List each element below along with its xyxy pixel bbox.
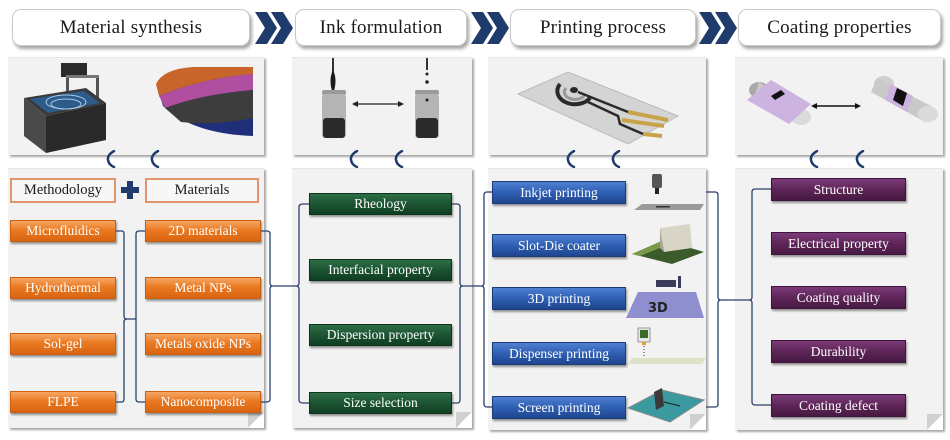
- double-chevron-right-icon: [699, 12, 737, 44]
- stage-title: Ink formulation: [319, 16, 443, 38]
- stage-header-material-synthesis: Material synthesis: [12, 9, 250, 46]
- clip-hook-icon: [150, 150, 160, 168]
- stage-header-printing-process: Printing process: [510, 9, 696, 46]
- materials-item-nanocomposite: Nanocomposite: [145, 391, 261, 413]
- materials-output-bracket: [261, 230, 286, 403]
- methodology-item-sol-gel: Sol-gel: [10, 333, 116, 355]
- ink-formulation-illustration-panel: [292, 57, 472, 155]
- materials-label: Materials: [145, 178, 259, 203]
- 3d-printer-icon: 3D: [626, 276, 704, 318]
- double-chevron-right-icon: [471, 12, 509, 44]
- clip-hook-icon: [855, 150, 865, 168]
- material-synthesis-illustration-panel: [8, 57, 264, 155]
- svg-text:3D: 3D: [648, 301, 668, 316]
- dispenser-icon: [628, 327, 706, 364]
- clip-hook-icon: [611, 150, 621, 168]
- coating-properties-illustration-panel: [735, 57, 943, 155]
- inkjet-printer-icon: [634, 174, 704, 210]
- materials-item-metal-nps: Metal NPs: [145, 277, 261, 299]
- slot-die-coater-icon: [632, 224, 704, 264]
- methodology-item-hydrothermal: Hydrothermal: [10, 277, 116, 299]
- methodology-label: Methodology: [10, 178, 116, 203]
- stage-title: Coating properties: [767, 16, 912, 38]
- clip-hook-icon: [566, 150, 576, 168]
- printing-item-3d: 3D printing: [492, 287, 626, 310]
- stage-title: Printing process: [539, 16, 667, 38]
- ink-vials-illustration: [322, 58, 439, 138]
- coating-item-structure: Structure: [771, 178, 906, 201]
- microfluidic-reactor-illustration: [24, 63, 106, 153]
- flexible-film-bending-illustration: [747, 76, 938, 125]
- coating-item-electrical-property: Electrical property: [771, 232, 906, 255]
- printed-electrode-sensor-illustration: [516, 71, 680, 145]
- coating-item-coating-defect: Coating defect: [771, 394, 906, 417]
- clip-hook-icon: [349, 150, 359, 168]
- methodology-item-microfluidics: Microfluidics: [10, 220, 116, 242]
- materials-item-metals-oxide-nps: Metals oxide NPs: [145, 333, 261, 355]
- screen-printing-icon: [626, 388, 706, 423]
- materials-item-2d-materials: 2D materials: [145, 220, 261, 242]
- printing-item-dispenser: Dispenser printing: [492, 342, 626, 365]
- ink-item-size-selection: Size selection: [309, 392, 452, 414]
- double-chevron-right-icon: [255, 12, 293, 44]
- clip-hook-icon: [106, 150, 116, 168]
- coating-item-durability: Durability: [771, 340, 906, 363]
- plus-icon: [121, 181, 139, 199]
- printing-item-slot-die: Slot-Die coater: [492, 234, 626, 257]
- ink-item-interfacial-property: Interfacial property: [309, 259, 452, 281]
- stage-title: Material synthesis: [59, 16, 203, 38]
- clip-hook-icon: [394, 150, 404, 168]
- stage-header-ink-formulation: Ink formulation: [295, 9, 467, 46]
- printing-process-illustration-panel: [488, 57, 706, 155]
- printing-item-inkjet: Inkjet printing: [492, 181, 626, 204]
- printing-item-screen: Screen printing: [492, 396, 626, 419]
- coating-item-coating-quality: Coating quality: [771, 286, 906, 309]
- ink-item-dispersion-property: Dispersion property: [309, 324, 452, 346]
- stage-header-coating-properties: Coating properties: [738, 9, 941, 46]
- methodology-item-flpe: FLPE: [10, 391, 116, 413]
- layered-2d-material-wafer-illustration: [156, 67, 253, 136]
- printing-output-bracket: [706, 191, 730, 408]
- clip-hook-icon: [809, 150, 819, 168]
- ink-item-rheology: Rheology: [309, 193, 452, 215]
